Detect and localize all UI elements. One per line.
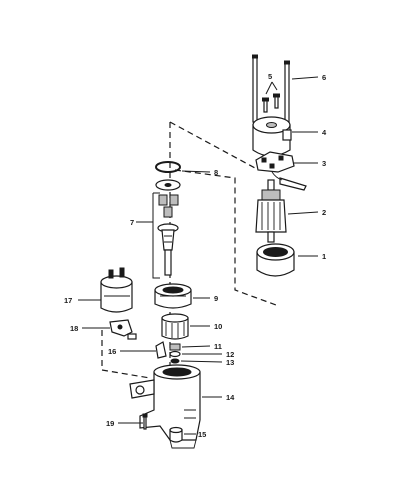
thrust-washer xyxy=(170,358,180,364)
clutch-ring xyxy=(154,283,192,309)
collar xyxy=(169,350,181,358)
callout-12: 12 xyxy=(226,350,234,359)
planetary-gears xyxy=(158,194,179,218)
washer xyxy=(155,179,181,191)
o-ring xyxy=(155,161,181,173)
pinion-drive xyxy=(161,313,189,340)
callout-16: 16 xyxy=(108,347,116,356)
through-bolts xyxy=(252,54,290,123)
drive-housing xyxy=(129,364,201,449)
armature xyxy=(255,179,287,243)
part-7-bracket xyxy=(152,192,160,279)
callout-10: 10 xyxy=(214,322,222,331)
callout-11: 11 xyxy=(214,342,222,351)
bushing xyxy=(169,426,183,443)
callout-17: 17 xyxy=(64,296,72,305)
callout-7: 7 xyxy=(130,218,134,227)
screws xyxy=(262,93,280,113)
callout-14: 14 xyxy=(226,393,235,402)
callout-2: 2 xyxy=(322,208,326,217)
callout-9: 9 xyxy=(214,294,218,303)
callout-labels: 1 2 3 4 5 6 7 8 9 10 11 12 13 14 15 16 1… xyxy=(64,72,327,439)
callout-18: 18 xyxy=(70,324,78,333)
callout-1: 1 xyxy=(322,252,326,261)
callout-13: 13 xyxy=(226,358,234,367)
shift-lever xyxy=(155,341,167,359)
brush-plate xyxy=(255,151,307,191)
output-shaft xyxy=(157,223,179,276)
callout-19: 19 xyxy=(106,419,114,428)
end-cap xyxy=(252,116,292,157)
housing-bolt xyxy=(142,413,148,430)
callout-5: 5 xyxy=(268,72,272,81)
callout-6: 6 xyxy=(322,73,326,82)
callout-3: 3 xyxy=(322,159,326,168)
plunger-yoke xyxy=(109,319,137,340)
callout-4: 4 xyxy=(322,128,327,137)
solenoid xyxy=(100,267,133,313)
callout-8: 8 xyxy=(214,168,218,177)
callout-leaders xyxy=(78,76,319,435)
assembly-dashed-lines xyxy=(101,121,277,380)
callout-15: 15 xyxy=(198,430,206,439)
retainer xyxy=(169,343,181,351)
field-frame xyxy=(256,243,295,277)
